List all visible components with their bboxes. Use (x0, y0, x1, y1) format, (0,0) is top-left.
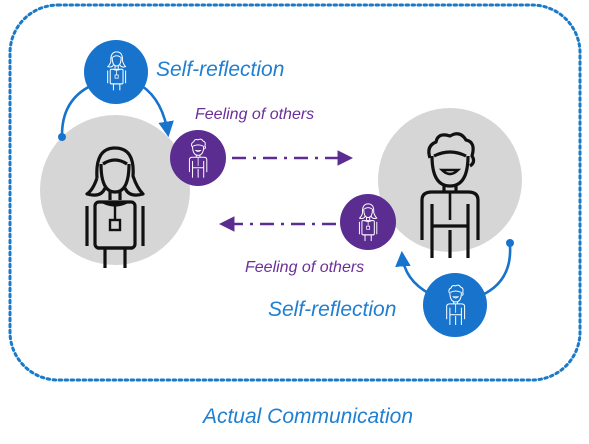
self-reflection-label-bottom: Self-reflection (268, 298, 396, 321)
diagram-caption: Actual Communication (201, 405, 413, 428)
blue-reflection-circle-bottom (423, 273, 487, 337)
self-reflection-label-top: Self-reflection (156, 58, 284, 81)
loop-start-dot-bottom (506, 239, 514, 247)
right-person-circle (378, 108, 522, 252)
left-person-circle (40, 115, 190, 265)
blue-reflection-circle-top (84, 40, 148, 104)
feeling-of-others-label-top: Feeling of others (195, 106, 314, 123)
feeling-of-others-label-bottom: Feeling of others (245, 259, 364, 276)
loop-start-dot-top (58, 133, 66, 141)
communication-frame (8, 3, 582, 382)
self-reflection-loop-bottom (402, 246, 512, 298)
